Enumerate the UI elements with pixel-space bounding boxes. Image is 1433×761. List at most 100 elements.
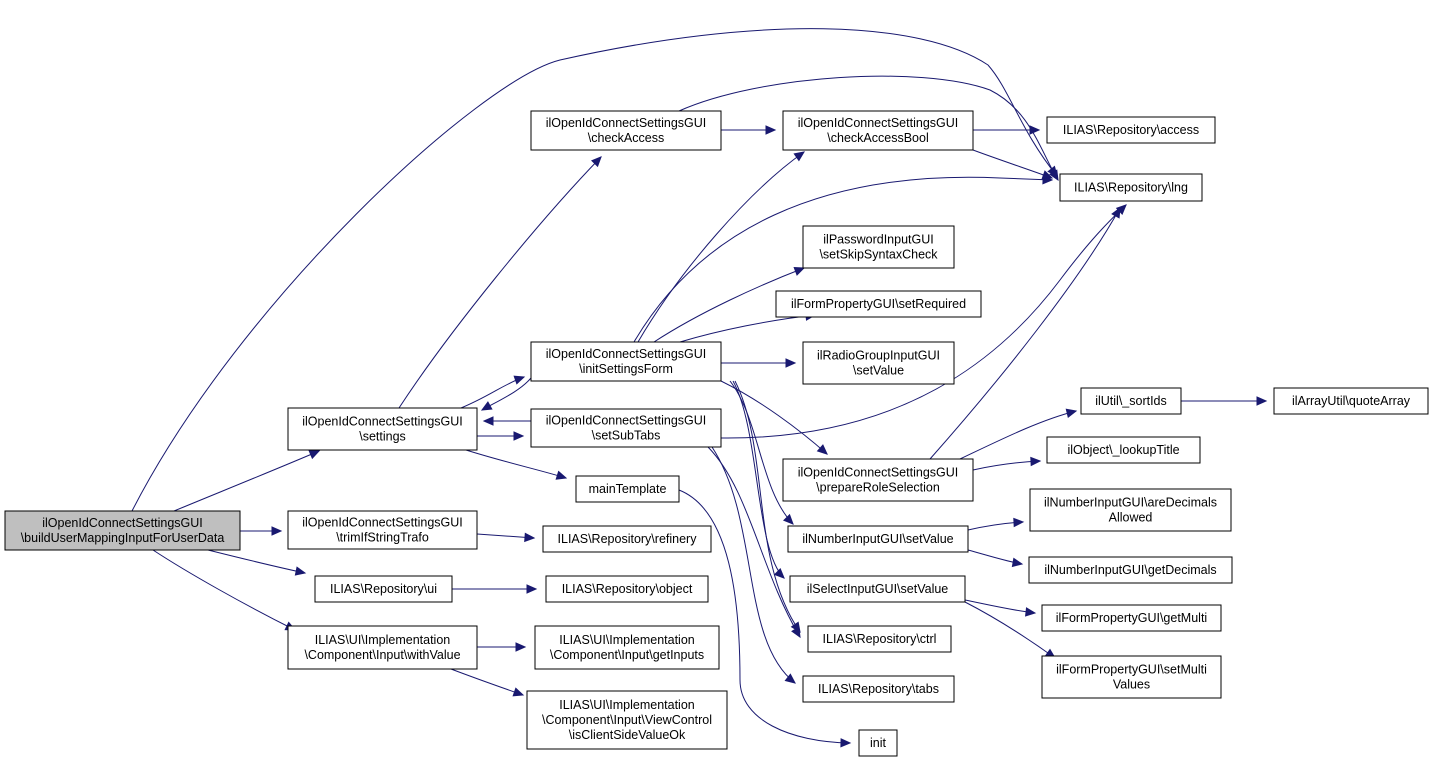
node-label-line: ilObject\_lookupTitle bbox=[1067, 443, 1179, 457]
edge-line bbox=[173, 450, 320, 512]
node-box[interactable] bbox=[287, 510, 478, 550]
node-box[interactable] bbox=[575, 475, 680, 503]
node-prepareRole[interactable]: ilOpenIdConnectSettingsGUI\prepareRoleSe… bbox=[782, 458, 974, 502]
node-box[interactable] bbox=[775, 290, 982, 318]
node-label-line: ILIAS\UI\Implementation bbox=[315, 633, 451, 647]
node-withValue[interactable]: ILIAS\UI\Implementation\Component\Input\… bbox=[287, 625, 478, 670]
node-getMulti[interactable]: ilFormPropertyGUI\getMulti bbox=[1041, 604, 1222, 632]
node-box[interactable] bbox=[1041, 655, 1222, 699]
node-box[interactable] bbox=[1080, 387, 1182, 415]
node-quoteArray[interactable]: ilArrayUtil\quoteArray bbox=[1273, 387, 1429, 415]
node-box[interactable] bbox=[530, 408, 722, 448]
node-getDecimals[interactable]: ilNumberInputGUI\getDecimals bbox=[1028, 556, 1233, 584]
edge-line bbox=[972, 460, 1041, 471]
node-box[interactable] bbox=[287, 625, 478, 670]
node-setSkip[interactable]: ilPasswordInputGUI\setSkipSyntaxCheck bbox=[802, 225, 955, 269]
node-root[interactable]: ilOpenIdConnectSettingsGUI\buildUserMapp… bbox=[4, 510, 241, 551]
node-box[interactable] bbox=[782, 110, 974, 151]
edge-line bbox=[732, 380, 785, 579]
node-box[interactable] bbox=[1059, 173, 1203, 202]
node-label-line: \prepareRoleSelection bbox=[816, 481, 940, 495]
edge-line bbox=[398, 156, 602, 409]
node-box[interactable] bbox=[530, 110, 722, 151]
node-init[interactable]: init bbox=[858, 729, 898, 757]
node-label-line: ilOpenIdConnectSettingsGUI bbox=[798, 466, 959, 480]
edge-ui-to-object bbox=[452, 584, 538, 594]
node-box[interactable] bbox=[789, 575, 966, 603]
node-trim[interactable]: ilOpenIdConnectSettingsGUI\trimIfStringT… bbox=[287, 510, 478, 550]
node-box[interactable] bbox=[545, 575, 709, 603]
node-box[interactable] bbox=[526, 690, 728, 750]
node-setSubTabs[interactable]: ilOpenIdConnectSettingsGUI\setSubTabs bbox=[530, 408, 722, 448]
node-box[interactable] bbox=[802, 341, 955, 385]
edge-line bbox=[637, 151, 805, 343]
node-object[interactable]: ILIAS\Repository\object bbox=[545, 575, 709, 603]
arrowhead-icon bbox=[1025, 607, 1037, 617]
node-box[interactable] bbox=[1046, 436, 1201, 464]
arrowhead-icon bbox=[513, 431, 525, 441]
arrowhead-icon bbox=[513, 375, 526, 385]
node-box[interactable] bbox=[787, 525, 969, 553]
node-ctrl[interactable]: ILIAS\Repository\ctrl bbox=[807, 625, 952, 653]
edge-line bbox=[734, 380, 801, 633]
node-box[interactable] bbox=[858, 729, 898, 757]
node-box[interactable] bbox=[782, 458, 974, 502]
node-setRequired[interactable]: ilFormPropertyGUI\setRequired bbox=[775, 290, 982, 318]
node-box[interactable] bbox=[1046, 116, 1216, 144]
node-box[interactable] bbox=[1028, 556, 1233, 584]
node-lng[interactable]: ILIAS\Repository\lng bbox=[1059, 173, 1203, 202]
node-isClientSide[interactable]: ILIAS\UI\Implementation\Component\Input\… bbox=[526, 690, 728, 750]
node-box[interactable] bbox=[1029, 488, 1232, 532]
edge-line bbox=[720, 380, 828, 455]
node-checkAccessBool[interactable]: ilOpenIdConnectSettingsGUI\checkAccessBo… bbox=[782, 110, 974, 151]
node-settings[interactable]: ilOpenIdConnectSettingsGUI\settings bbox=[287, 407, 478, 451]
arrowhead-icon bbox=[840, 738, 852, 748]
arrowhead-icon bbox=[271, 526, 283, 536]
node-box[interactable] bbox=[802, 225, 955, 269]
node-tabs[interactable]: ILIAS\Repository\tabs bbox=[802, 675, 955, 703]
edge-line bbox=[653, 267, 805, 343]
node-label-line: \isClientSideValueOk bbox=[569, 728, 686, 742]
node-box[interactable] bbox=[534, 625, 720, 670]
node-label-line: \buildUserMappingInputForUserData bbox=[21, 531, 225, 545]
node-getInputs[interactable]: ILIAS\UI\Implementation\Component\Input\… bbox=[534, 625, 720, 670]
edge-settings-to-mainTemplate bbox=[465, 449, 568, 480]
node-box[interactable] bbox=[1273, 387, 1429, 415]
node-sortIds[interactable]: ilUtil\_sortIds bbox=[1080, 387, 1182, 415]
node-box[interactable] bbox=[530, 341, 722, 382]
node-access[interactable]: ILIAS\Repository\access bbox=[1046, 116, 1216, 144]
node-label-line: ilNumberInputGUI\getDecimals bbox=[1044, 563, 1216, 577]
node-lookupTitle[interactable]: ilObject\_lookupTitle bbox=[1046, 436, 1201, 464]
node-box[interactable] bbox=[542, 525, 712, 553]
edge-line bbox=[465, 449, 567, 479]
node-label-line: ilNumberInputGUI\areDecimals bbox=[1044, 496, 1217, 510]
node-box[interactable] bbox=[287, 407, 478, 451]
arrowhead-icon bbox=[555, 470, 568, 480]
node-selSetValue[interactable]: ilSelectInputGUI\setValue bbox=[789, 575, 966, 603]
edge-initSettingsForm-to-setSkip bbox=[653, 266, 806, 343]
node-box[interactable] bbox=[4, 510, 241, 551]
node-refinery[interactable]: ILIAS\Repository\refinery bbox=[542, 525, 712, 553]
node-radioSetValue[interactable]: ilRadioGroupInputGUI\setValue bbox=[802, 341, 955, 385]
arrowhead-icon bbox=[773, 568, 785, 579]
edge-settings-to-setSubTabs bbox=[477, 431, 525, 441]
edge-prepareRole-to-lng bbox=[929, 206, 1121, 460]
edge-line bbox=[678, 75, 1059, 181]
node-ui[interactable]: ILIAS\Repository\ui bbox=[314, 575, 453, 603]
node-box[interactable] bbox=[1041, 604, 1222, 632]
node-checkAccess[interactable]: ilOpenIdConnectSettingsGUI\checkAccess bbox=[530, 110, 722, 151]
node-label-line: ILIAS\Repository\ui bbox=[330, 582, 437, 596]
node-initSettingsForm[interactable]: ilOpenIdConnectSettingsGUI\initSettingsF… bbox=[530, 341, 722, 382]
arrowhead-icon bbox=[1041, 170, 1054, 180]
node-box[interactable] bbox=[802, 675, 955, 703]
node-box[interactable] bbox=[314, 575, 453, 603]
edge-numSetValue-to-areDecimals bbox=[967, 517, 1025, 531]
node-numSetValue[interactable]: ilNumberInputGUI\setValue bbox=[787, 525, 969, 553]
node-mainTemplate[interactable]: mainTemplate bbox=[575, 475, 680, 503]
nodes-layer: ilOpenIdConnectSettingsGUI \buildUserMapp… bbox=[4, 110, 1429, 757]
edge-withValue-to-isClientSide bbox=[450, 668, 525, 697]
edge-line bbox=[460, 376, 525, 409]
node-box[interactable] bbox=[807, 625, 952, 653]
